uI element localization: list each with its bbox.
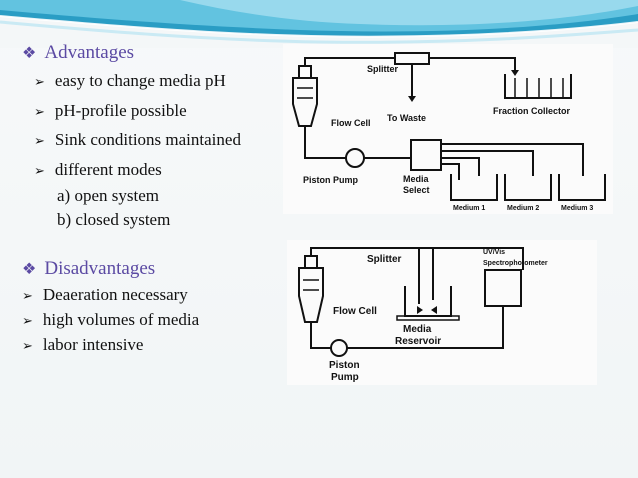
uv-spectrophotometer-box — [484, 269, 522, 307]
open-system-diagram: Splitter To Waste Fraction Collector Flo… — [283, 44, 613, 214]
flow-cell-body — [292, 77, 318, 127]
arrow-bullet-icon: ➢ — [34, 163, 45, 178]
arrow-bullet-icon: ➢ — [22, 288, 33, 303]
medium-3-vessel — [558, 174, 606, 201]
spectrophotometer-label: Spectrophotometer — [483, 260, 548, 267]
collector-arrow-icon — [511, 70, 519, 76]
splitter-label: Splitter — [367, 64, 399, 74]
medium-2-label: Medium 2 — [507, 205, 539, 212]
mode-item: b) closed system — [57, 210, 171, 229]
disadvantage-item: ➢labor intensive — [22, 335, 144, 354]
piston-pump-circle — [345, 148, 365, 168]
decorative-banner — [0, 0, 638, 48]
pipe-medium-1 — [441, 157, 480, 176]
flow-cell-lines — [303, 279, 319, 291]
advantage-item: ➢different modes — [34, 160, 162, 179]
mode-item: a) open system — [57, 186, 159, 205]
media-select-box — [410, 139, 442, 171]
advantages-heading: ❖Advantages — [22, 42, 135, 63]
flow-cell-cap — [304, 255, 318, 269]
splitter-box — [394, 52, 430, 65]
fraction-collector-label: Fraction Collector — [493, 106, 571, 116]
flow-cell-label: Flow Cell — [333, 306, 377, 317]
valve-icon — [417, 306, 437, 314]
flow-cell-body — [298, 267, 324, 323]
arrow-bullet-icon: ➢ — [34, 74, 45, 89]
pipe-uv-pump — [347, 306, 504, 349]
medium-3-label: Medium 3 — [561, 205, 593, 212]
arrow-bullet-icon: ➢ — [34, 104, 45, 119]
fraction-collector-tubes — [514, 78, 564, 98]
pipe-medium-2 — [441, 150, 534, 176]
pipe-medium-3 — [441, 143, 584, 176]
medium-2-vessel — [504, 174, 552, 201]
media-reservoir-label: Media — [403, 324, 432, 335]
advantage-item: ➢pH-profile possible — [34, 101, 187, 120]
piston-pump-label: Piston — [329, 360, 360, 371]
medium-1-vessel — [450, 174, 498, 201]
splitter-label: Splitter — [367, 254, 402, 265]
reservoir-base — [396, 315, 460, 321]
diamond-bullet-icon: ❖ — [22, 261, 37, 278]
disadvantages-heading: ❖Disadvantages — [22, 258, 156, 279]
medium-1-label: Medium 1 — [453, 205, 485, 212]
arrow-bullet-icon: ➢ — [22, 313, 33, 328]
piston-pump-label: Piston Pump — [303, 175, 359, 185]
arrow-bullet-icon: ➢ — [34, 133, 45, 148]
piston-pump-label: Pump — [331, 372, 359, 383]
flow-cell-lines — [297, 87, 313, 99]
arrow-bullet-icon: ➢ — [22, 338, 33, 353]
to-waste-arrow-icon — [408, 96, 416, 102]
media-select-label: Media — [403, 174, 430, 184]
disadvantage-item: ➢Deaeration necessary — [22, 285, 188, 304]
pipe-pump-flowcell — [310, 322, 331, 349]
media-reservoir-vessel — [404, 286, 452, 317]
media-reservoir-label: Reservoir — [395, 336, 441, 347]
closed-system-diagram: Splitter UV/Vis Spectrophotometer Flow C… — [287, 240, 597, 385]
flow-cell-cap — [298, 65, 312, 79]
pipe-flowcell-splitter — [304, 57, 395, 66]
to-waste-label: To Waste — [387, 113, 426, 123]
advantage-item: ➢easy to change media pH — [34, 71, 226, 90]
media-select-label: Select — [403, 185, 430, 195]
disadvantage-item: ➢high volumes of media — [22, 310, 200, 329]
closed-system-schematic: Splitter UV/Vis Spectrophotometer Flow C… — [298, 247, 548, 383]
pipe-medium-1b — [441, 163, 460, 180]
open-system-schematic: Splitter To Waste Fraction Collector Flo… — [292, 52, 606, 212]
diamond-bullet-icon: ❖ — [22, 45, 37, 62]
pipe-flowcell-pump — [304, 136, 346, 159]
fraction-collector-tray — [504, 74, 572, 99]
pipe-splitter-collector — [429, 57, 516, 72]
uv-vis-label: UV/Vis — [483, 249, 505, 256]
flow-cell-label: Flow Cell — [331, 118, 371, 128]
pipe-top-loop — [310, 247, 524, 270]
advantage-item: ➢Sink conditions maintained — [34, 130, 241, 149]
piston-pump-circle — [330, 339, 348, 357]
